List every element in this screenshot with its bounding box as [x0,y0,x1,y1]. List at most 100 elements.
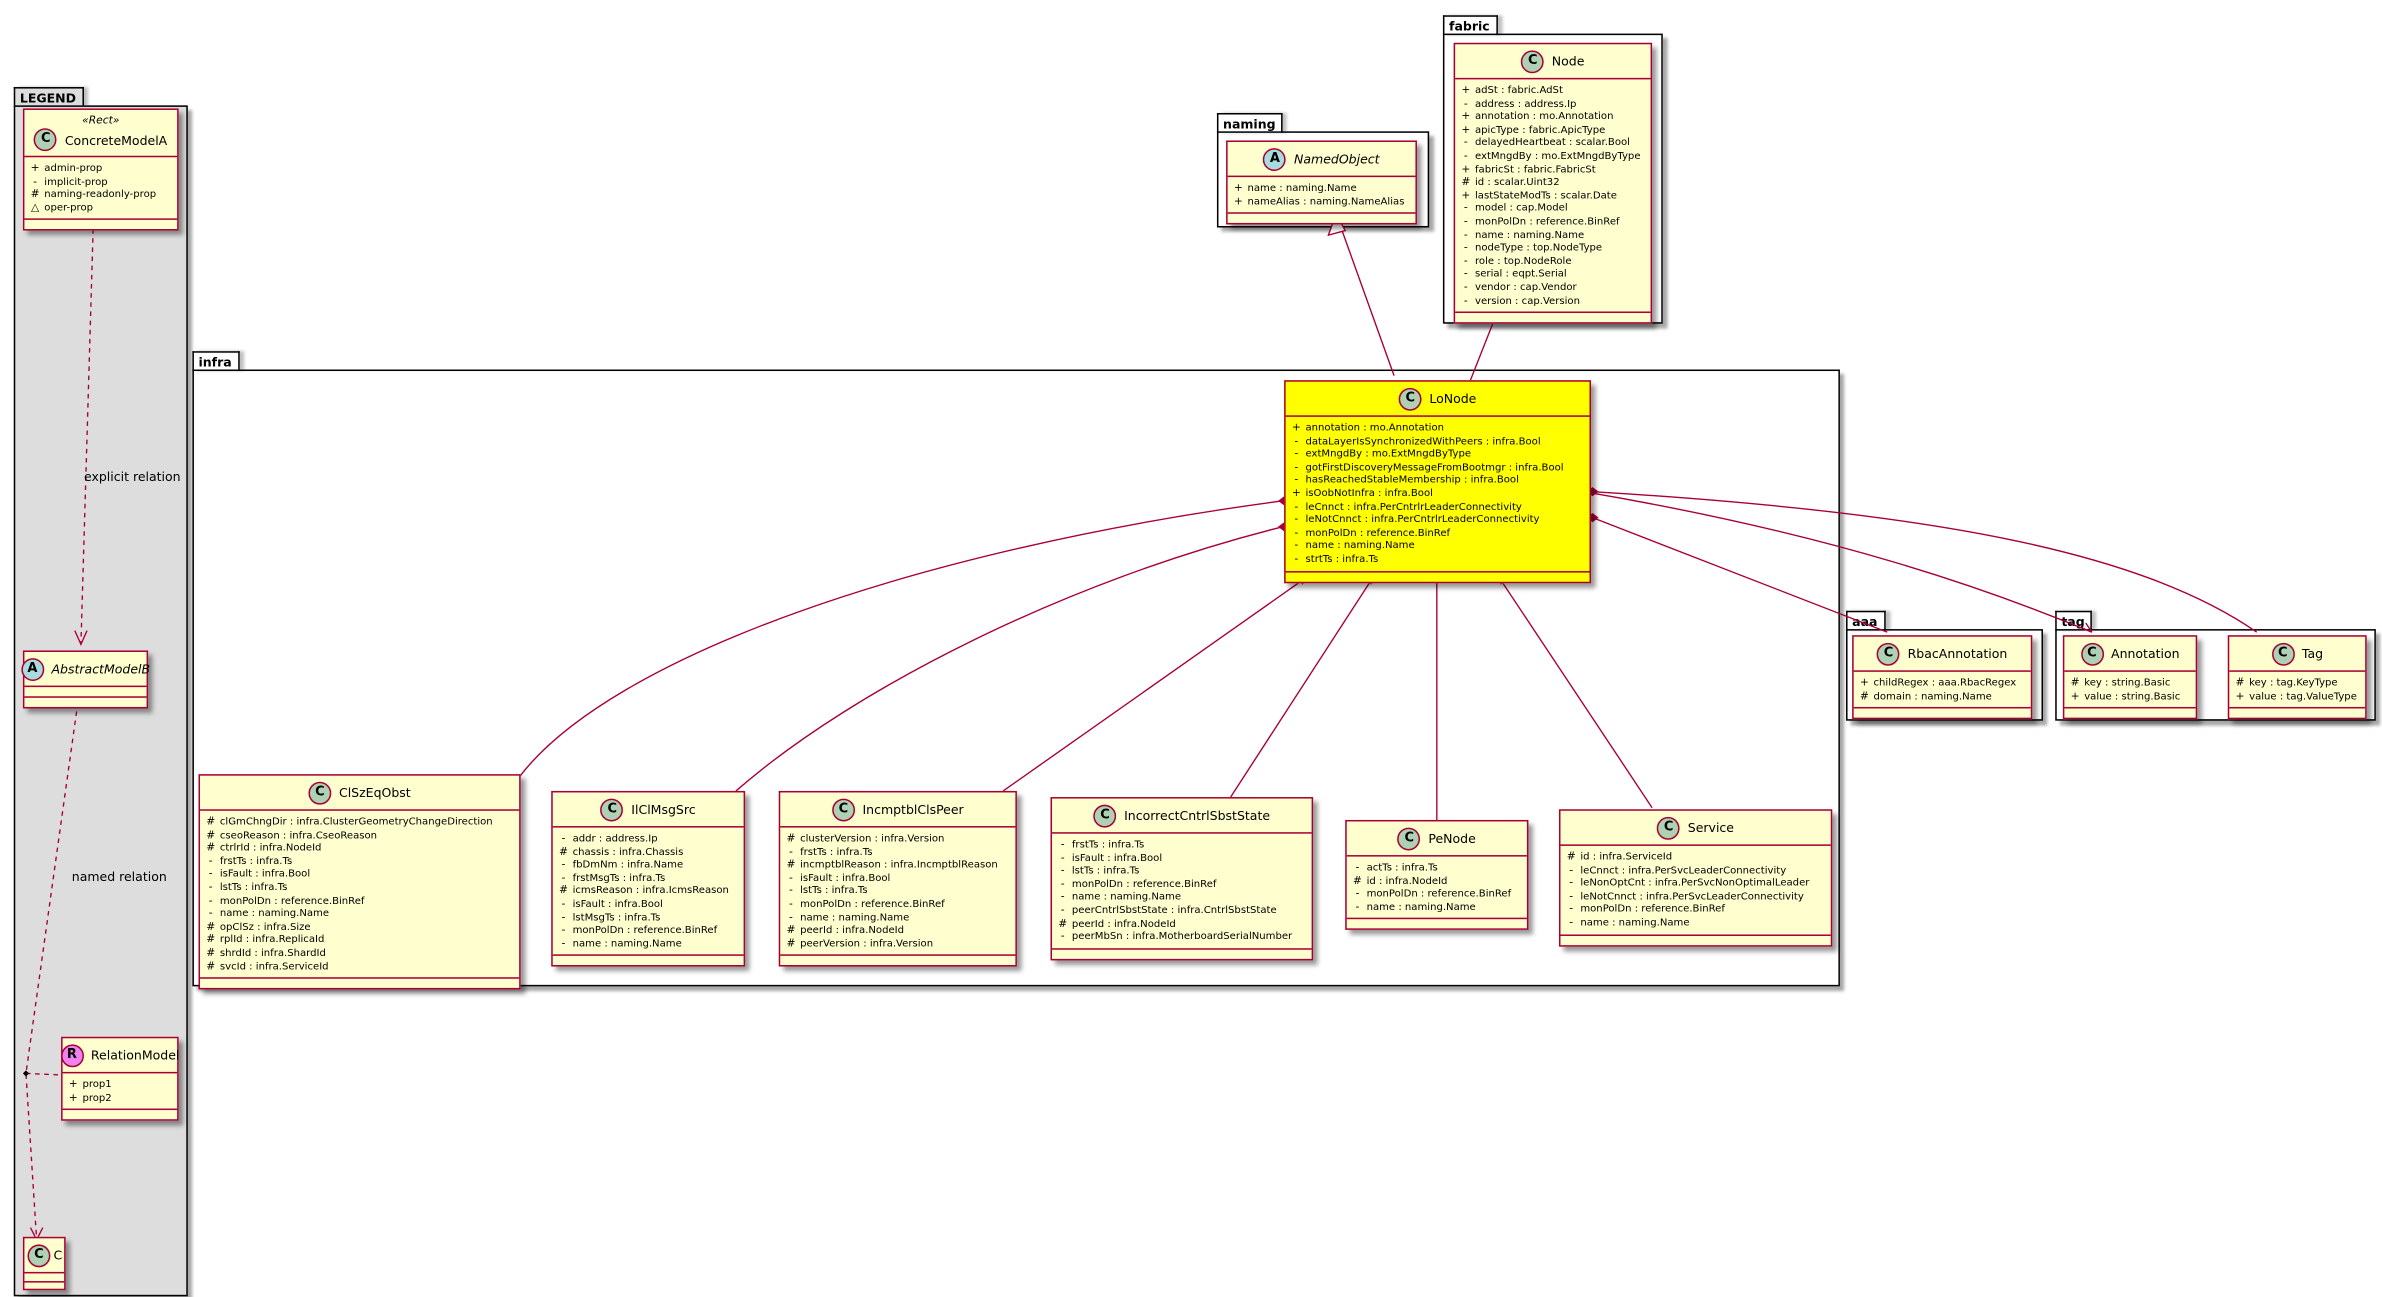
attr-text: vendor : cap.Vendor [1474,280,1577,294]
visibility-marker: # [206,815,216,828]
attr-row: -name : naming.Name [1292,540,1584,553]
visibility-marker: # [1859,689,1869,702]
attr-text: peerCntrlSbstState : infra.CntrlSbstStat… [1071,903,1277,917]
attr-text: value : tag.ValueType [2249,689,2357,702]
attribute-list: +name : naming.Name +nameAlias : naming.… [1227,177,1416,215]
lonode-tag-line [1592,490,2258,633]
attr-text: lstTs : infra.Ts [1071,864,1140,877]
visibility-marker: - [561,924,566,937]
visibility-marker: - [1060,890,1065,903]
attr-row: #icmsReason : infra.IcmsReason [559,885,738,898]
attr-text: annotation : mo.Annotation [1305,421,1444,434]
attr-row: +annotation : mo.Annotation [1292,421,1584,434]
attr-text: shrdId : infra.ShardId [219,946,326,959]
visibility-marker: - [1355,887,1360,900]
fabric-package-tab: fabric [1442,15,1498,36]
attr-text: lstTs : infra.Ts [219,880,288,894]
visibility-marker: # [558,884,568,897]
visibility-marker: - [789,845,793,858]
visibility-marker: - [1569,889,1574,903]
attr-text: frstMsgTs : infra.Ts [572,871,666,884]
attr-row: #key : tag.KeyType [2235,676,2359,689]
visibility-marker: # [1566,850,1576,863]
attr-row: +admin-prop [30,161,103,175]
attr-text: monPolDn : reference.BinRef [800,897,945,910]
attr-text: isFault : infra.Bool [572,897,663,910]
attr-row: #rplId : infra.ReplicaId [206,933,513,946]
attr-row: -name : naming.Name [206,907,513,920]
visibility-marker: - [1463,215,1468,228]
class-name: RbacAnnotation [1907,645,2008,662]
visibility-marker: - [1569,902,1574,916]
visibility-marker: # [2235,676,2245,689]
attr-row: +annotation : mo.Annotation [1461,110,1644,123]
attr-row: -lstTs : infra.Ts [206,881,513,894]
class-badge-icon: C [1397,826,1421,850]
attr-row: #ctrlrId : infra.NodeId [206,842,513,855]
attr-row: -monPolDn : reference.BinRef [1461,215,1644,228]
attr-text: apicType : fabric.ApicType [1474,123,1606,136]
attr-text: peerMbSn : infra.MotherboardSerialNumber [1071,930,1293,943]
attr-row: #opClSz : infra.Size [206,920,513,933]
attr-text: annotation : mo.Annotation [1474,110,1614,123]
attr-row: -addr : address.Ip [559,832,738,845]
attribute-list: #key : string.Basic+value : string.Basic [2064,672,2196,709]
attr-row: -name : naming.Name [1353,901,1521,914]
attr-row: -leNonOptCnt : infra.PerSvcNonOptimalLea… [1567,877,1825,890]
attr-row: -hasReachedStableMembership : infra.Bool [1292,474,1584,487]
attribute-list: -actTs : infra.Ts#id : infra.NodeId-monP… [1346,857,1527,920]
attribute-list: #clGmChngDir : infra.ClusterGeometryChan… [200,811,520,979]
visibility-marker: - [561,832,566,845]
attr-text: lastStateModTs : scalar.Date [1474,188,1617,202]
attr-row: -strtTs : infra.Ts [1292,553,1584,566]
lonode-rbac-line [1592,516,1888,633]
visibility-marker: - [1569,876,1574,889]
visibility-marker: + [2070,689,2080,702]
attr-text: monPolDn : reference.BinRef [1366,887,1512,900]
attr-row: -monPolDn : reference.BinRef [1058,878,1305,891]
attr-text: opClSz : infra.Size [219,920,311,933]
attribute-list: #clusterVersion : infra.Version-frstTs :… [780,828,1016,957]
attr-text: name : naming.Name [1580,916,1690,929]
visibility-marker: - [1463,136,1468,149]
attr-row: +nameAlias : naming.NameAlias [1233,194,1405,208]
visibility-marker: - [561,858,566,871]
attr-row: -vendor : cap.Vendor [1461,281,1644,294]
lonode-incorrect-line [1230,579,1372,798]
class-name: IncorrectCntrlSbstState [1124,807,1271,823]
attr-text: delayedHeartbeat : scalar.Bool [1474,136,1630,149]
visibility-marker: # [786,924,796,937]
attr-text: name : naming.Name [219,907,330,920]
attr-row: +lastStateModTs : scalar.Date [1461,189,1644,202]
visibility-marker: - [1060,877,1065,890]
lonode-annotation-line [1592,492,2093,633]
visibility-marker: - [789,897,793,910]
visibility-marker: - [1060,864,1065,877]
attr-row: +apicType : fabric.ApicType [1461,123,1644,136]
visibility-marker: + [1461,188,1471,202]
attr-row: #id : infra.NodeId [1353,874,1521,887]
attr-row: -name : naming.Name [559,937,738,950]
attr-row: -role : top.NodeRole [1461,255,1644,268]
visibility-marker: - [1294,447,1299,460]
visibility-marker: # [786,858,796,871]
visibility-marker: - [1060,851,1065,864]
attr-row: -isFault : infra.Bool [206,868,513,881]
